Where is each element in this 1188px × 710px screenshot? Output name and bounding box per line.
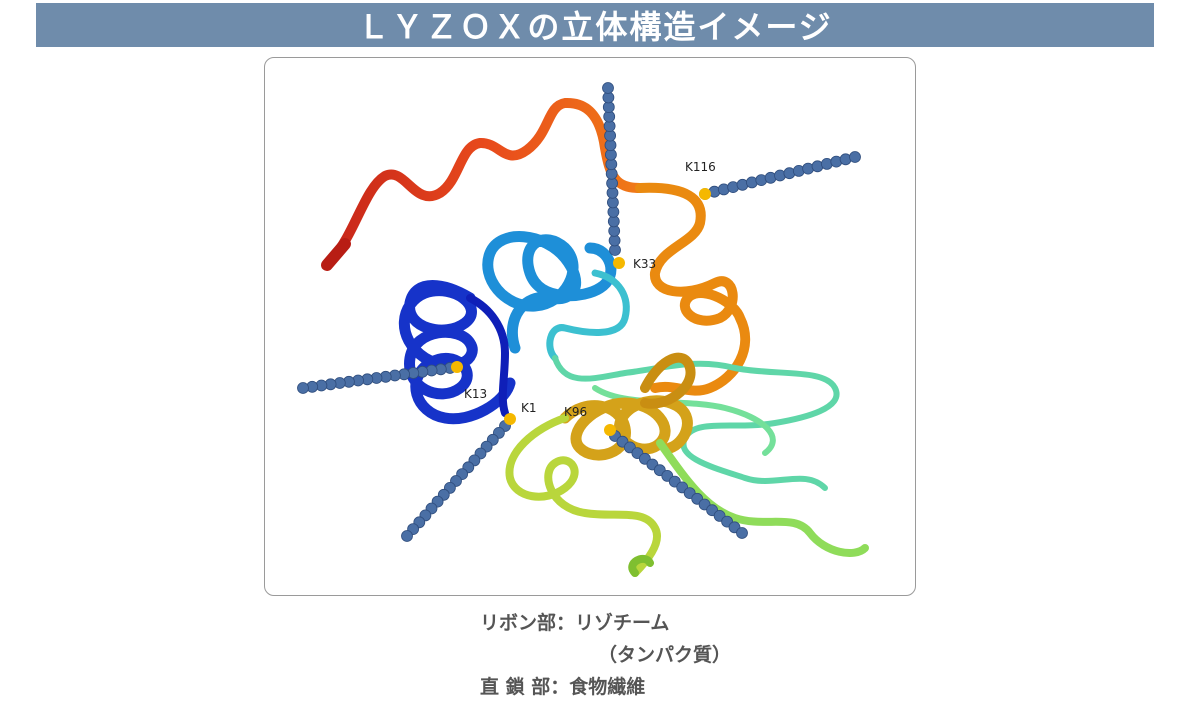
attachment-k116 — [699, 188, 711, 200]
legend-chain: 直 鎖 部：食物繊維 — [480, 676, 646, 698]
fiber-bead — [849, 151, 861, 163]
attachment-k13 — [451, 361, 463, 373]
fiber-bead — [736, 527, 748, 539]
chain-k1 — [401, 420, 511, 542]
structure-figure: K116 K33 K13 K1 K96 — [264, 57, 916, 596]
attachment-k96 — [604, 424, 616, 436]
chain-k116 — [699, 151, 861, 200]
label-k1: K1 — [521, 401, 537, 415]
attachment-k33 — [613, 257, 625, 269]
chain-k96 — [609, 430, 748, 539]
label-k96: K96 — [564, 405, 587, 419]
dietary-fiber-chains — [297, 82, 861, 542]
protein-ribbon — [321, 97, 869, 577]
protein-structure-illustration: K116 K33 K13 K1 K96 — [297, 82, 869, 577]
legend-ribbon: リボン部：リゾチーム — [480, 612, 670, 634]
fiber-bead — [602, 82, 614, 94]
fiber-bead — [297, 382, 309, 394]
chain-k13 — [297, 362, 456, 394]
page-title-bar: ＬＹＺＯＸの立体構造イメージ — [36, 3, 1154, 47]
attachment-points — [451, 188, 711, 436]
label-k13: K13 — [464, 387, 487, 401]
label-k33: K33 — [633, 257, 656, 271]
legend-ribbon-note: （タンパク質） — [598, 644, 732, 666]
label-k116: K116 — [685, 160, 716, 174]
legend: リボン部：リゾチーム （タンパク質） 直 鎖 部：食物繊維 — [480, 607, 731, 703]
attachment-k1 — [504, 413, 516, 425]
page-title: ＬＹＺＯＸの立体構造イメージ — [357, 8, 833, 46]
chain-k33 — [602, 82, 621, 256]
fiber-bead — [401, 530, 413, 542]
